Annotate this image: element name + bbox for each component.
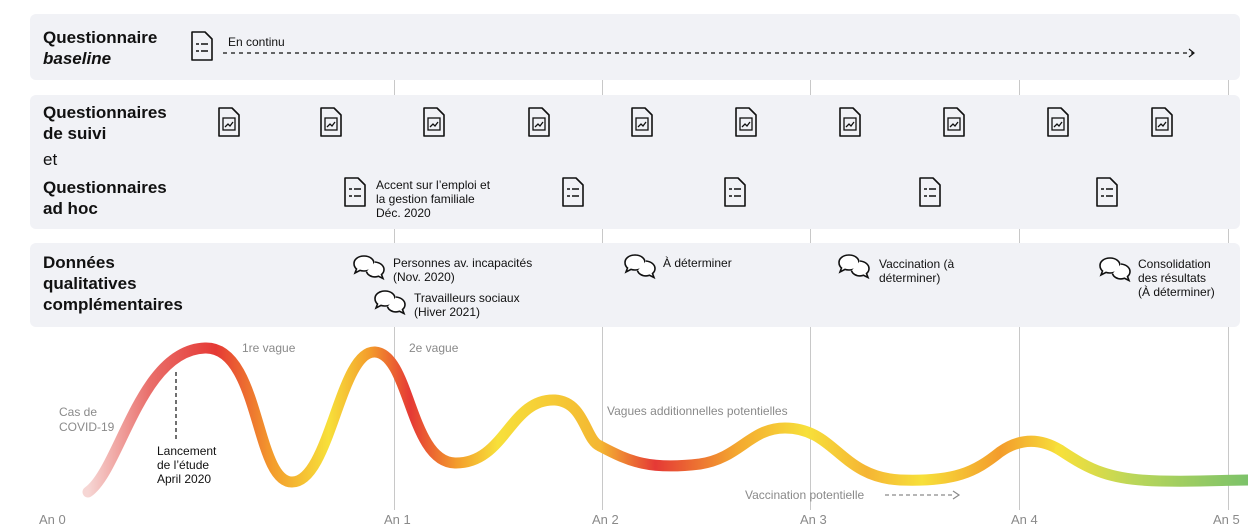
qualitative-title: Données qualitatives complémentaires bbox=[43, 253, 183, 314]
suivi-band bbox=[30, 95, 1240, 229]
axis-label-2: An 2 bbox=[592, 512, 619, 527]
qual-item-3: À déterminer bbox=[663, 256, 732, 270]
baseline-note: En continu bbox=[228, 35, 285, 49]
chart-document-icon bbox=[735, 107, 757, 137]
checklist-document-icon bbox=[1096, 177, 1118, 207]
checklist-document-icon bbox=[562, 177, 584, 207]
axis-label-3: An 3 bbox=[800, 512, 827, 527]
axis-label-0: An 0 bbox=[39, 512, 66, 527]
chart-document-icon bbox=[1151, 107, 1173, 137]
additional-waves-label: Vagues additionnelles potentielles bbox=[607, 404, 788, 418]
chart-document-icon bbox=[423, 107, 445, 137]
checklist-document-icon bbox=[191, 31, 213, 61]
chart-document-icon bbox=[320, 107, 342, 137]
speech-bubbles-icon bbox=[374, 290, 406, 316]
chart-document-icon bbox=[1047, 107, 1069, 137]
adhoc-note: Accent sur l’emploi et la gestion famili… bbox=[376, 178, 491, 220]
speech-bubbles-icon bbox=[838, 254, 870, 280]
suivi-title: Questionnaires de suivi bbox=[43, 103, 167, 143]
chart-document-icon bbox=[943, 107, 965, 137]
speech-bubbles-icon bbox=[1099, 257, 1131, 283]
speech-bubbles-icon bbox=[624, 254, 656, 280]
chart-document-icon bbox=[218, 107, 240, 137]
checklist-document-icon bbox=[919, 177, 941, 207]
speech-bubbles-icon bbox=[353, 255, 385, 281]
vaccination-label: Vaccination potentielle bbox=[745, 488, 865, 502]
baseline-title: Questionnaire baseline bbox=[43, 28, 158, 68]
wave1-label: 1re vague bbox=[242, 341, 296, 355]
baseline-band bbox=[30, 14, 1240, 80]
wave2-label: 2e vague bbox=[409, 341, 459, 355]
checklist-document-icon bbox=[724, 177, 746, 207]
checklist-document-icon bbox=[344, 177, 366, 207]
adhoc-title: Questionnaires ad hoc bbox=[43, 178, 167, 218]
qual-item-1: Personnes av. incapacités(Nov. 2020) bbox=[393, 256, 533, 284]
chart-document-icon bbox=[631, 107, 653, 137]
axis-label-1: An 1 bbox=[384, 512, 411, 527]
chart-document-icon bbox=[839, 107, 861, 137]
chart-document-icon bbox=[528, 107, 550, 137]
qual-item-2: Travailleurs sociaux(Hiver 2021) bbox=[414, 291, 520, 319]
axis-label-4: An 4 bbox=[1011, 512, 1038, 527]
continuous-arrow bbox=[223, 48, 1195, 58]
axis-label-5: An 5 bbox=[1213, 512, 1240, 527]
suivi-conjunction: et bbox=[43, 150, 58, 169]
